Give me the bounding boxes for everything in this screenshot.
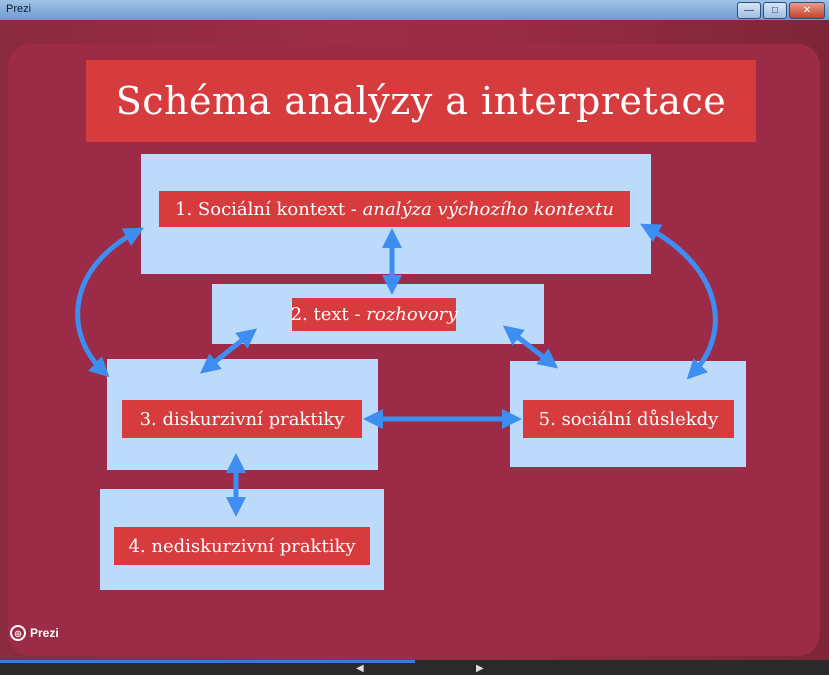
label-discursive-main: 3. diskurzivní praktiky: [139, 408, 345, 430]
label-social-consequences-main: 5. sociální důslekdy: [538, 408, 719, 430]
window-title: Prezi: [6, 3, 32, 15]
label-social-context-main: 1. Sociální kontext -: [175, 198, 357, 220]
label-text-italic: rozhovory: [366, 304, 458, 325]
maximize-button[interactable]: □: [763, 2, 787, 19]
player-bottom-bar: [0, 660, 829, 675]
window-titlebar: Prezi — □ ✕: [0, 0, 829, 21]
slide-title-box: Schéma analýzy a interpretace: [86, 60, 756, 142]
label-social-context[interactable]: 1. Sociální kontext - analýza výchozího …: [159, 191, 630, 227]
arrow-left-icon[interactable]: ◀: [356, 663, 364, 674]
label-social-context-italic: analýza výchozího kontextu: [362, 198, 614, 220]
slide-title: Schéma analýzy a interpretace: [115, 79, 727, 123]
label-text[interactable]: 2. text - rozhovory: [290, 298, 458, 331]
prezi-spiral-icon: ◎: [10, 625, 26, 641]
window-controls: — □ ✕: [737, 2, 825, 19]
label-discursive[interactable]: 3. diskurzivní praktiky: [122, 400, 362, 438]
label-nondiscursive[interactable]: 4. nediskurzivní praktiky: [114, 527, 370, 565]
minimize-button[interactable]: —: [737, 2, 761, 19]
prezi-logo-text: Prezi: [30, 626, 59, 640]
label-nondiscursive-main: 4. nediskurzivní praktiky: [128, 535, 356, 557]
close-button[interactable]: ✕: [789, 2, 825, 19]
label-text-main: 2. text -: [290, 304, 361, 325]
prezi-logo[interactable]: ◎ Prezi: [10, 625, 59, 641]
label-social-consequences[interactable]: 5. sociální důslekdy: [523, 400, 734, 438]
arrow-right-icon[interactable]: ▶: [476, 663, 484, 674]
progress-bar[interactable]: [0, 660, 415, 663]
